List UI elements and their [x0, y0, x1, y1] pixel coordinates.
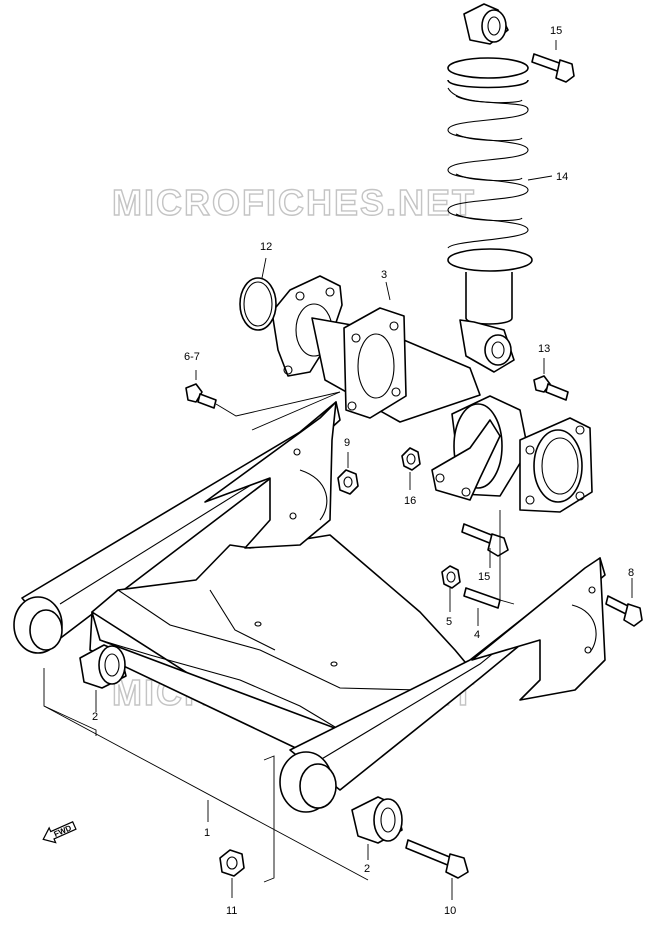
callout-1: 1: [204, 827, 210, 839]
callout-10: 10: [444, 905, 456, 917]
leader-lines: [43, 40, 633, 900]
bushing-part-right: [351, 796, 403, 844]
callout-12: 12: [260, 241, 272, 253]
callout-6-7: 6-7: [184, 351, 200, 363]
bolt-part-15-top: [531, 53, 575, 83]
callout-11: 11: [226, 905, 237, 917]
callout-9: 9: [344, 437, 350, 449]
fwd-label: FWD: [53, 823, 74, 839]
callout-2-right: 2: [364, 863, 370, 875]
callout-2-left: 2: [92, 711, 98, 723]
callout-14: 14: [556, 171, 568, 183]
callout-8: 8: [628, 567, 634, 579]
stud-part-4: [463, 587, 501, 609]
callout-5: 5: [446, 616, 452, 628]
bolt-part-15-lower: [461, 523, 509, 557]
callout-3: 3: [381, 269, 387, 281]
bolt-part-6-7: [185, 383, 217, 409]
callout-4: 4: [474, 629, 480, 641]
rear-shock-absorber: [447, 3, 533, 373]
callout-15-lower: 15: [478, 571, 490, 583]
callout-16: 16: [404, 495, 416, 507]
callout-15-top: 15: [550, 25, 562, 37]
nut-part-5: [441, 565, 461, 589]
o-ring-part: [239, 277, 277, 331]
callout-13: 13: [538, 343, 550, 355]
swingarm-part: [13, 401, 606, 813]
bolt-part-13: [533, 375, 569, 401]
nut-part-11: [219, 849, 245, 877]
bushing-part-left: [79, 644, 127, 689]
bolt-part-10: [405, 839, 469, 879]
rear-axle-housing: [271, 275, 593, 513]
fwd-arrow-icon: FWD: [42, 821, 77, 844]
nut-part-16: [401, 447, 421, 471]
bolt-part-8: [605, 595, 643, 627]
nut-part-9: [337, 469, 359, 495]
watermark-top: MICROFICHES.NET: [112, 182, 476, 223]
